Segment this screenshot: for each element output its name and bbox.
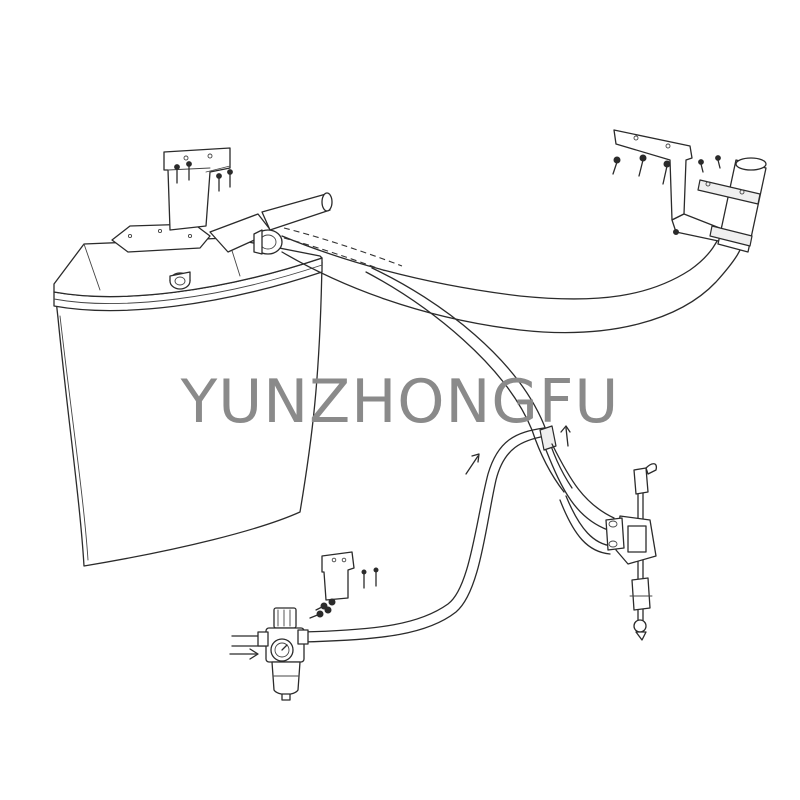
- tank-body: [55, 261, 323, 567]
- dashed-connection: [283, 227, 403, 273]
- tank-mounting-bracket: [163, 147, 231, 231]
- air-filter-regulator: [231, 607, 309, 701]
- air-lines: [301, 267, 615, 643]
- bracket-screws-right: [612, 154, 721, 185]
- pump-cylinder: [697, 157, 767, 253]
- watermark-text: YUNZHONGFU: [180, 367, 620, 437]
- lid-cap: [111, 223, 211, 253]
- spray-valve: [605, 463, 658, 641]
- filter-mounting-bracket: [321, 551, 355, 601]
- tank-outlet-fitting: [209, 192, 333, 255]
- flow-arrows: [229, 425, 571, 660]
- bracket-screws-left: [174, 161, 233, 192]
- oil-tank: [53, 223, 323, 567]
- large-hose: [281, 225, 747, 334]
- flow-arrow-icon: [229, 648, 259, 660]
- flow-arrow-icon: [465, 453, 480, 475]
- filter-screws: [309, 567, 379, 619]
- flow-arrow-icon: [560, 425, 571, 447]
